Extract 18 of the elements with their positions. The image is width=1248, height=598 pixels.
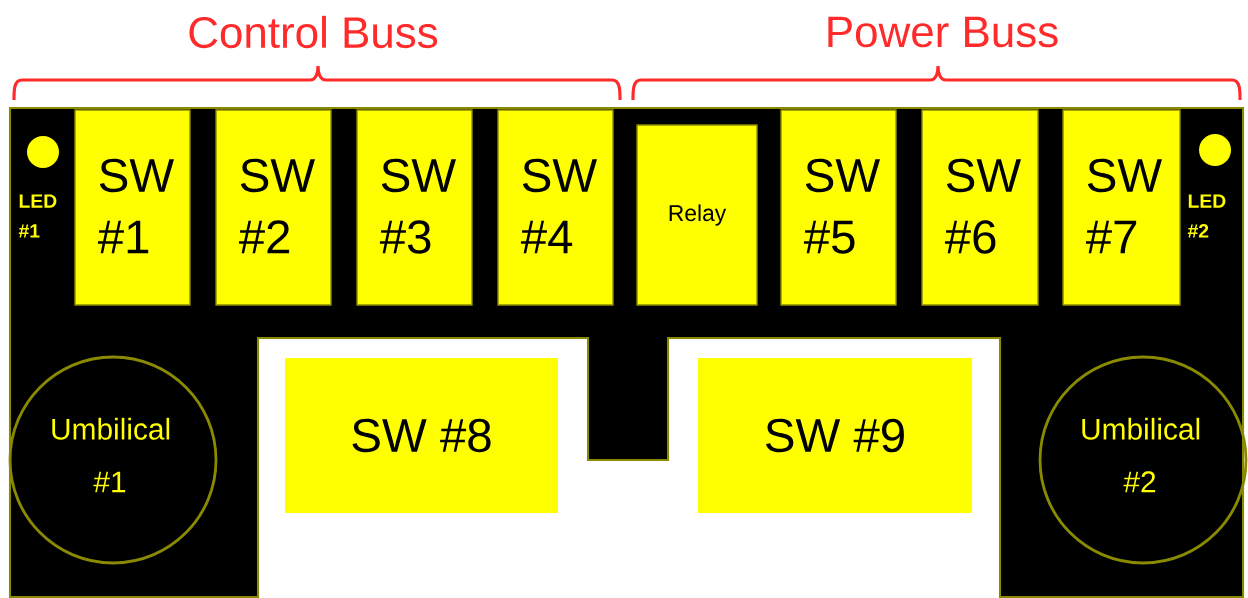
led: LED #2	[1187, 134, 1232, 238]
switch-box: SW #7	[1062, 109, 1181, 306]
switch-box: SW #8	[285, 358, 558, 513]
node-label: LED #2	[1187, 194, 1226, 238]
led: LED #1	[18, 136, 59, 238]
switch-box: SW #4	[497, 109, 614, 306]
switch-box: SW #9	[698, 358, 972, 513]
bus-label: Control Buss	[189, 15, 438, 49]
switch-box: SW #3	[356, 109, 473, 306]
switch-box: SW #1	[74, 109, 191, 306]
switch-box: SW #5	[780, 109, 897, 306]
bus-label: Power Buss	[828, 16, 1058, 48]
umbilical-connector: Umbilical #1	[8, 355, 218, 565]
switch-box: SW #6	[921, 109, 1039, 306]
relay-box: Relay	[636, 124, 758, 306]
node-label: LED #1	[18, 194, 57, 238]
switch-box: SW #2	[215, 109, 332, 306]
umbilical-connector: Umbilical #2	[1038, 355, 1248, 565]
